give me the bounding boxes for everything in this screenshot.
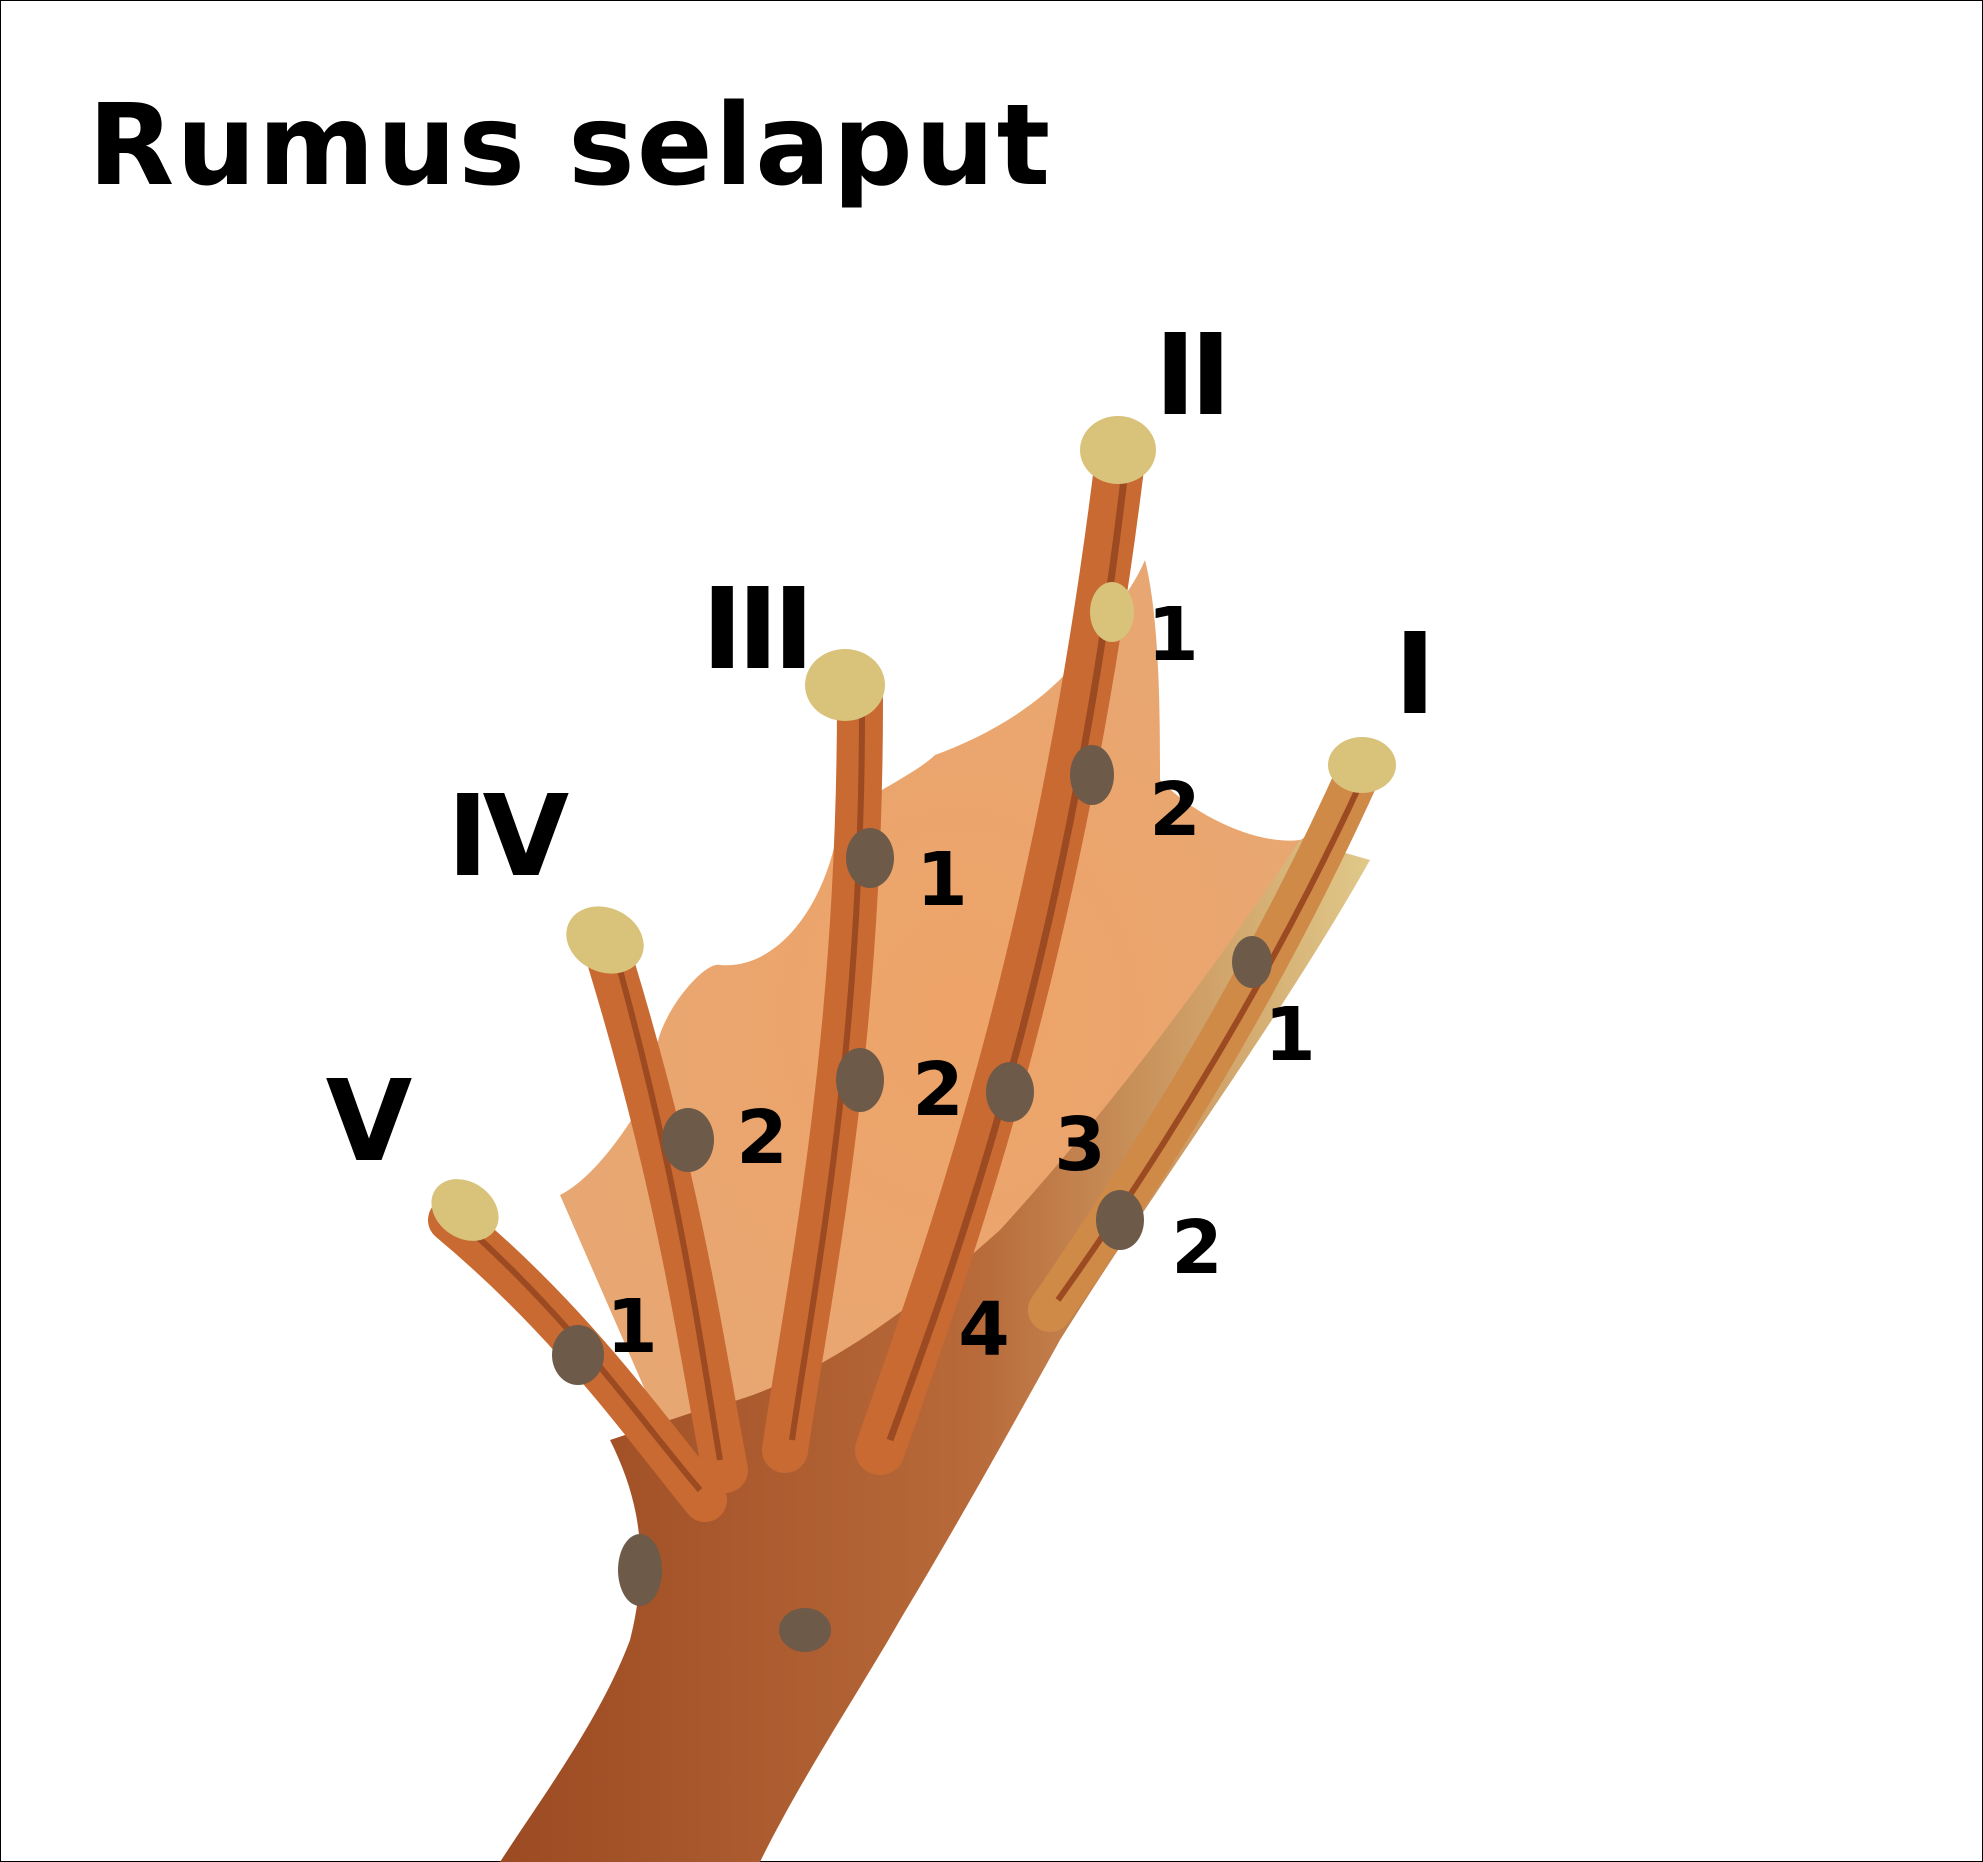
toe-II-tubercle-2 <box>1070 745 1114 805</box>
toe-IV-tip-disc <box>566 906 644 974</box>
toe-V-tubercle <box>552 1325 604 1385</box>
phalange-label-toe-II-4: 4 <box>958 1287 1010 1373</box>
toe-V <box>428 1179 727 1522</box>
toe-III-tubercle-2 <box>836 1048 884 1112</box>
phalange-label-toe-IV-2: 2 <box>736 1095 788 1181</box>
inner-metatarsal-tubercle <box>618 1534 662 1606</box>
outer-metatarsal-tubercle <box>779 1608 831 1652</box>
toe-IV <box>566 906 748 1493</box>
figure-title: Rumus selaput <box>88 81 1053 211</box>
toe-label-IV: IV <box>446 772 569 902</box>
phalange-label-toe-II-2: 2 <box>1149 767 1201 853</box>
phalange-label-toe-III-1: 1 <box>916 837 968 923</box>
toe-I-tubercle-1 <box>1232 936 1272 988</box>
toe-label-I: I <box>1394 610 1436 740</box>
toe-II <box>855 416 1156 1475</box>
toe-III-tip-disc <box>805 649 885 721</box>
phalange-label-toe-I-1: 1 <box>1264 992 1316 1078</box>
toe-II-tip-disc <box>1080 416 1156 484</box>
toe-V-tip-disc <box>431 1179 499 1241</box>
phalange-label-toe-I-2: 2 <box>1171 1205 1223 1291</box>
toe-I <box>1028 737 1396 1332</box>
phalange-label-toe-II-3: 3 <box>1054 1102 1106 1188</box>
toe-III <box>762 649 894 1473</box>
toe-III-tubercle-1 <box>846 828 894 888</box>
toe-II-tubercle-1 <box>1090 582 1134 642</box>
toe-I-tip-disc <box>1328 737 1396 793</box>
toe-label-V: V <box>325 1057 413 1187</box>
phalange-label-toe-II-1: 1 <box>1147 592 1199 678</box>
webbing <box>560 560 1360 1470</box>
toe-II-tubercle-3 <box>986 1062 1034 1122</box>
phalange-label-toe-V-1: 1 <box>606 1284 658 1370</box>
toe-I-tubercle-2 <box>1096 1190 1144 1250</box>
phalange-label-toe-III-2: 2 <box>912 1047 964 1133</box>
toe-label-III: III <box>701 565 814 695</box>
toe-IV-tubercle <box>662 1108 714 1172</box>
toe-label-II: II <box>1154 311 1231 441</box>
